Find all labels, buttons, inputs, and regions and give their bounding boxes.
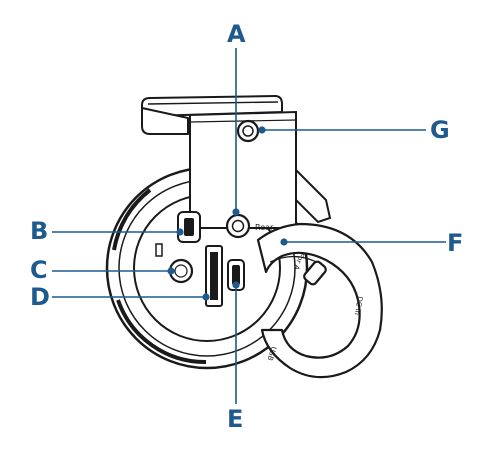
hdmi-port <box>177 211 201 243</box>
mount-bracket <box>141 95 283 135</box>
usb-port <box>227 259 245 291</box>
leader-lines <box>52 48 446 404</box>
callout-c: C <box>30 256 48 284</box>
callout-e: E <box>227 405 244 433</box>
micro-sd-slot <box>205 245 223 307</box>
rear-port-label: Rear <box>255 223 274 232</box>
mount-screw-port <box>236 119 260 143</box>
side-clip <box>295 167 332 224</box>
callout-f: F <box>447 229 464 257</box>
rear-camera-port <box>225 213 251 239</box>
callout-b: B <box>30 217 49 245</box>
callout-a: A <box>227 20 246 48</box>
callout-d: D <box>30 283 50 311</box>
dc-in-label: DC in <box>353 296 364 316</box>
callout-g: G <box>430 116 450 144</box>
indicator-slot <box>155 243 163 257</box>
